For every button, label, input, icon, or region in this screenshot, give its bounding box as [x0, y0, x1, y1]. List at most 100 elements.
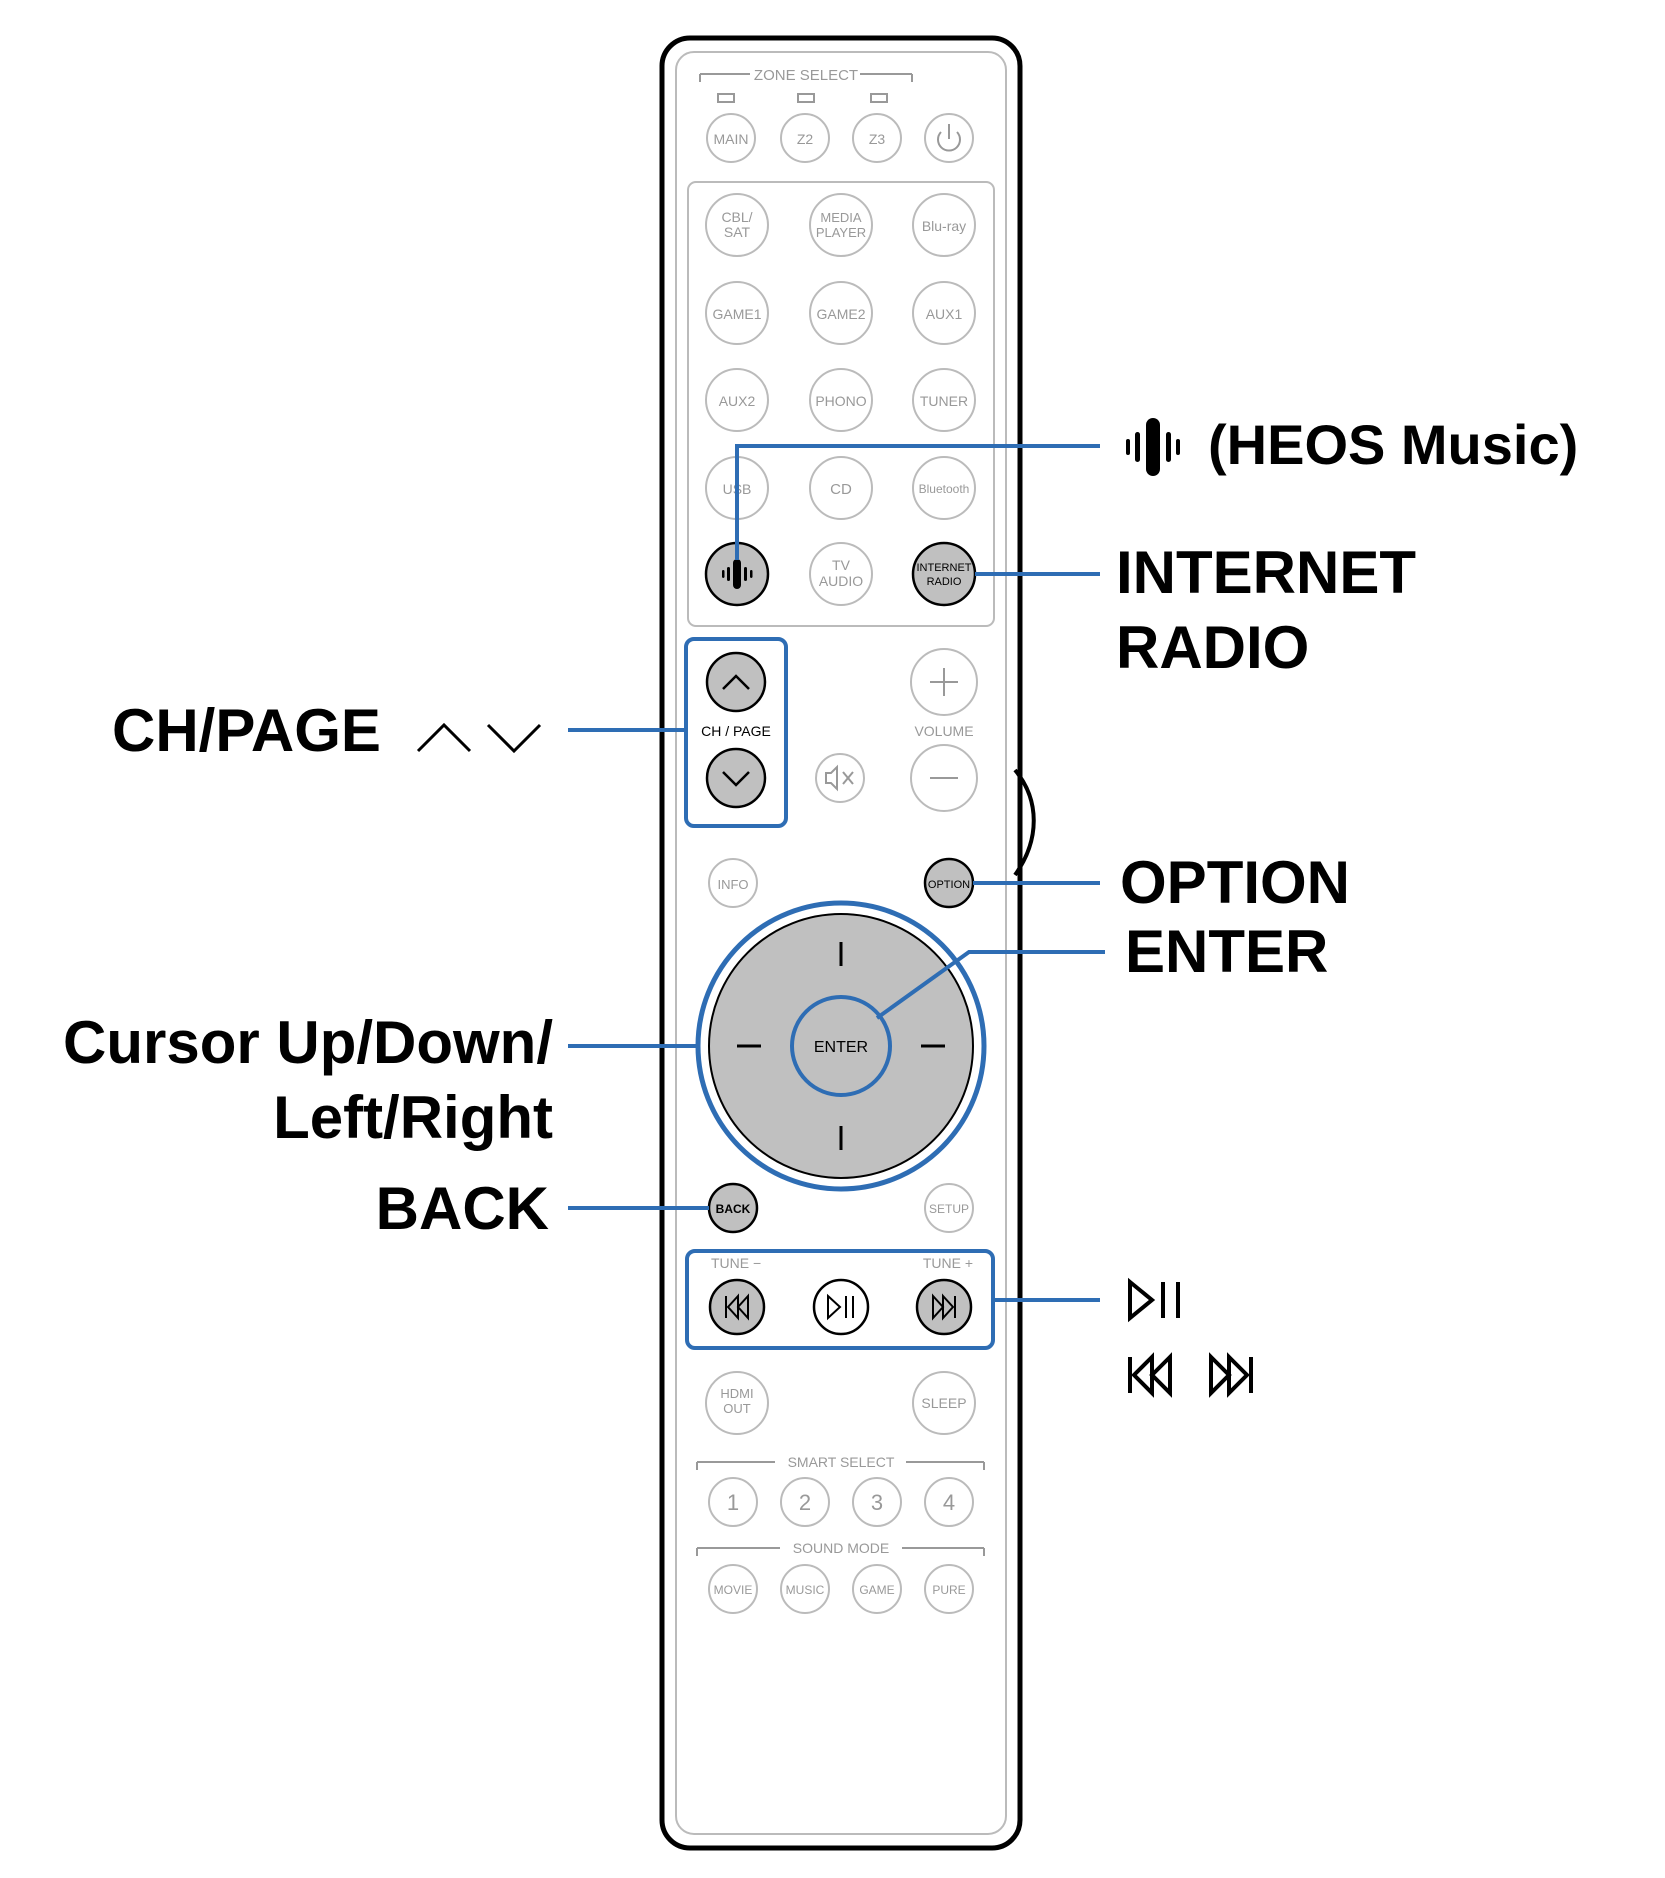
cbl-label-line2: SAT: [724, 224, 751, 240]
tuner-label: TUNER: [920, 393, 968, 409]
source-cd-button[interactable]: CD: [809, 456, 873, 520]
sound-mode-label: SOUND MODE: [793, 1540, 889, 1556]
skip-back-callout-icon: [1128, 1352, 1172, 1398]
internet-radio-label-line2: RADIO: [927, 576, 962, 588]
enter-button[interactable]: ENTER: [790, 995, 892, 1097]
source-bluetooth-button[interactable]: Bluetooth: [912, 456, 976, 520]
aux1-label: AUX1: [926, 306, 963, 322]
option-callout-label: OPTION: [1120, 849, 1350, 916]
smart-select-label: SMART SELECT: [788, 1454, 895, 1470]
phono-label: PHONO: [815, 393, 866, 409]
zone-z2-button[interactable]: Z2: [780, 113, 830, 163]
source-aux2-button[interactable]: AUX2: [705, 368, 769, 432]
sleep-label: SLEEP: [921, 1395, 966, 1411]
smart-select-3-button[interactable]: 3: [852, 1477, 902, 1527]
aux2-label: AUX2: [719, 393, 756, 409]
cursor-callout-line2: Left/Right: [273, 1084, 553, 1151]
play-pause-button[interactable]: [812, 1278, 870, 1336]
zone-indicator-z2: [797, 93, 815, 103]
source-aux1-button[interactable]: AUX1: [912, 281, 976, 345]
volume-down-button[interactable]: [910, 744, 978, 812]
volume-label: VOLUME: [914, 723, 973, 739]
zone-z3-button[interactable]: Z3: [852, 113, 902, 163]
source-group: [687, 181, 995, 627]
source-bluray-button[interactable]: Blu-ray: [912, 193, 976, 257]
sleep-button[interactable]: SLEEP: [912, 1371, 976, 1435]
play-pause-callout-icon: [1128, 1277, 1180, 1323]
enter-callout-line: [875, 950, 1105, 1020]
source-game1-button[interactable]: GAME1: [705, 281, 769, 345]
mute-icon: [825, 764, 854, 792]
source-tuner-button[interactable]: TUNER: [912, 368, 976, 432]
smart-2-label: 2: [799, 1490, 811, 1515]
zone-indicator-main: [717, 93, 735, 103]
source-game2-button[interactable]: GAME2: [809, 281, 873, 345]
ch-page-callout-label: CH/PAGE: [112, 697, 381, 764]
next-button[interactable]: [915, 1278, 973, 1336]
skip-forward-callout-icon: [1209, 1352, 1253, 1398]
media-label-line2: PLAYER: [816, 225, 866, 240]
smart-select-2-button[interactable]: 2: [780, 1477, 830, 1527]
heos-callout-icon: [1126, 418, 1180, 476]
sound-pure-button[interactable]: PURE: [924, 1564, 974, 1614]
source-media-player-button[interactable]: MEDIA PLAYER: [809, 193, 873, 257]
smart-select-4-button[interactable]: 4: [924, 1477, 974, 1527]
cbl-label-line1: CBL/: [721, 209, 752, 225]
hdmi-label-line2: OUT: [723, 1401, 751, 1416]
back-button[interactable]: BACK: [707, 1182, 759, 1234]
game1-label: GAME1: [712, 306, 761, 322]
mute-button[interactable]: [815, 753, 865, 803]
heos-callout-line: [735, 444, 1100, 560]
pure-label: PURE: [932, 1583, 965, 1597]
internet-radio-button[interactable]: INTERNET RADIO: [911, 541, 977, 607]
side-bump: [1013, 768, 1036, 877]
option-button[interactable]: OPTION: [923, 857, 975, 909]
info-label: INFO: [717, 877, 748, 892]
ch-page-label: CH / PAGE: [701, 723, 771, 739]
previous-button[interactable]: [708, 1278, 766, 1336]
sound-music-button[interactable]: MUSIC: [780, 1564, 830, 1614]
sound-movie-button[interactable]: MOVIE: [708, 1564, 758, 1614]
bluetooth-label: Bluetooth: [919, 482, 970, 496]
cd-label: CD: [830, 481, 852, 498]
internet-radio-label-line1: INTERNET: [917, 562, 972, 574]
source-phono-button[interactable]: PHONO: [809, 368, 873, 432]
hdmi-label-line1: HDMI: [720, 1386, 753, 1401]
zone-z2-label: Z2: [797, 131, 814, 147]
setup-button[interactable]: SETUP: [924, 1183, 974, 1233]
cursor-callout-line1: Cursor Up/Down/: [63, 1009, 553, 1076]
ch-page-up-button[interactable]: [705, 651, 767, 713]
internet-radio-callout-line1: INTERNET: [1116, 539, 1416, 606]
game2-label: GAME2: [816, 306, 865, 322]
up-down-arrows-icon: [416, 722, 542, 754]
skip-back-icon: [725, 1293, 749, 1321]
zone-main-button[interactable]: MAIN: [706, 113, 756, 163]
info-button[interactable]: INFO: [708, 858, 758, 908]
movie-label: MOVIE: [714, 1583, 753, 1597]
power-button[interactable]: [924, 113, 974, 163]
tune-plus-label: TUNE +: [923, 1255, 973, 1271]
bluray-label: Blu-ray: [922, 218, 966, 234]
power-icon: [937, 124, 961, 152]
zone-main-label: MAIN: [714, 131, 749, 147]
ch-page-down-button[interactable]: [705, 747, 767, 809]
source-tv-audio-button[interactable]: TV AUDIO: [809, 542, 873, 606]
skip-forward-icon: [932, 1293, 956, 1321]
enter-label: ENTER: [814, 1039, 868, 1056]
game-label: GAME: [859, 1583, 894, 1597]
volume-up-button[interactable]: [910, 648, 978, 716]
smart-3-label: 3: [871, 1490, 883, 1515]
smart-1-label: 1: [727, 1490, 739, 1515]
hdmi-out-button[interactable]: HDMI OUT: [705, 1371, 769, 1435]
smart-select-1-button[interactable]: 1: [708, 1477, 758, 1527]
back-callout-label: BACK: [376, 1175, 549, 1242]
heos-callout-label: (HEOS Music): [1208, 413, 1578, 476]
smart-4-label: 4: [943, 1490, 955, 1515]
internet-radio-callout-line2: RADIO: [1116, 614, 1309, 681]
sound-game-button[interactable]: GAME: [852, 1564, 902, 1614]
setup-label: SETUP: [929, 1202, 969, 1216]
tv-label-line2: AUDIO: [819, 573, 863, 589]
source-cbl-sat-button[interactable]: CBL/ SAT: [705, 193, 769, 257]
chevron-up-icon: [722, 674, 750, 690]
